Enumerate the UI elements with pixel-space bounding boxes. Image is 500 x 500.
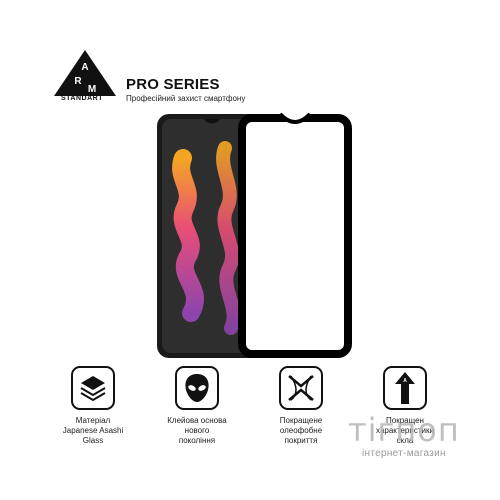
svg-text:M: M bbox=[88, 84, 96, 95]
series-title: PRO SERIES bbox=[126, 76, 220, 93]
feature-label: Клейова основа нового покоління bbox=[167, 416, 227, 445]
feature-label: Матеріал Japanese Asashi Glass bbox=[62, 416, 124, 445]
alien-head-icon bbox=[175, 366, 219, 410]
watermark-logo: тігпоп bbox=[348, 411, 460, 449]
svg-text:A: A bbox=[403, 378, 407, 384]
arm-standart-logo: A R M bbox=[54, 50, 116, 96]
svg-text:R: R bbox=[74, 76, 82, 87]
feature-adhesive: Клейова основа нового покоління bbox=[152, 366, 242, 446]
series-subtitle: Професійний захист смартфону bbox=[126, 94, 246, 103]
logo-wordmark: STANDART bbox=[61, 95, 103, 102]
feature-oleophobic: Покращене олеофобне покриття bbox=[256, 366, 346, 446]
feature-list: Матеріал Japanese Asashi Glass Клейова о… bbox=[48, 366, 448, 486]
feature-label: Покращен характеристики скла bbox=[376, 416, 434, 445]
feature-glass-characteristics: A Покращен характеристики скла bbox=[360, 366, 450, 446]
layers-icon bbox=[71, 366, 115, 410]
feature-material: Матеріал Japanese Asashi Glass bbox=[48, 366, 138, 446]
oleophobic-coating-icon bbox=[279, 366, 323, 410]
arrow-up-icon: A bbox=[383, 366, 427, 410]
screen-protector-glass bbox=[238, 112, 352, 358]
feature-label: Покращене олеофобне покриття bbox=[279, 416, 323, 445]
svg-text:A: A bbox=[81, 62, 88, 73]
watermark-caption: інтернет-магазин bbox=[362, 448, 446, 459]
phone-with-glass-illustration bbox=[157, 112, 352, 358]
